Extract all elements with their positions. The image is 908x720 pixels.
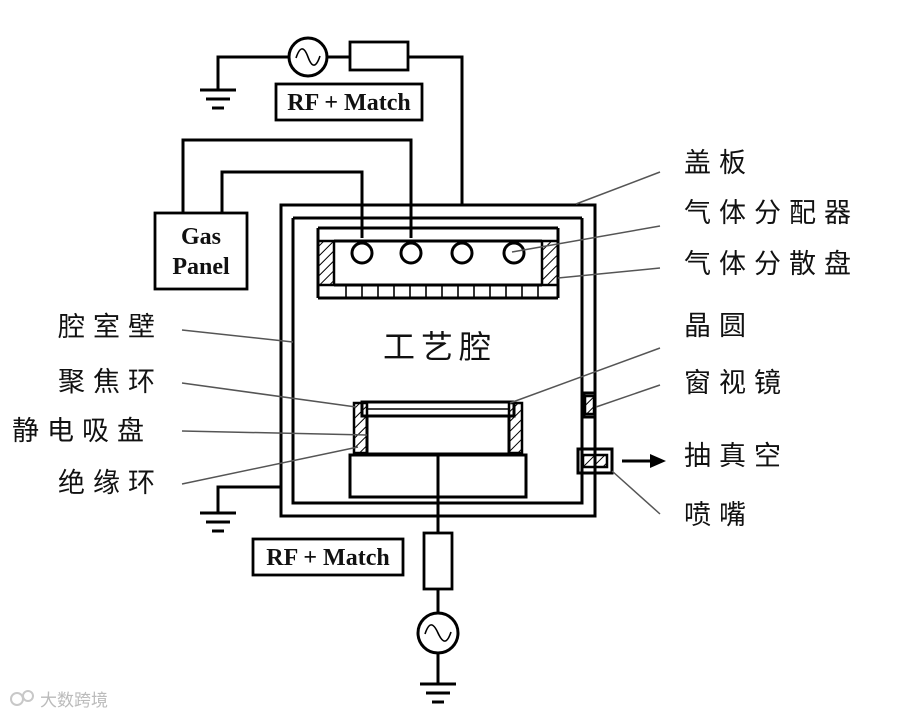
chamber-ground-icon [200, 511, 236, 533]
electrostatic-chuck-body [365, 414, 511, 456]
top-ac-source-icon [287, 36, 329, 78]
gas-distributor [316, 226, 560, 300]
bottom-rf-circuit: RF + Match [251, 455, 460, 704]
gas-panel-line-1: Gas [181, 224, 221, 250]
bottom-ground-icon [420, 682, 456, 704]
gas-panel-group: Gas Panel [153, 138, 413, 291]
watermark-logo-icon [10, 692, 24, 706]
watermark-text: 大数跨境 [40, 691, 108, 711]
bottom-rf-match-label: RF + Match [266, 545, 389, 571]
bottom-ac-source-icon [416, 611, 460, 655]
chamber-body: 工艺腔 [279, 203, 666, 518]
top-wire-to-lid [408, 55, 464, 205]
gas-inlet-2 [399, 241, 423, 265]
top-rf-match-box [274, 82, 424, 122]
top-ground-icon [200, 88, 236, 110]
label-insulator-ring: 绝缘环 [58, 468, 163, 499]
leader-lines [181, 171, 661, 515]
label-lid: 盖板 [684, 148, 754, 179]
label-wafer: 晶圆 [684, 311, 754, 342]
distributor-left-hatch [316, 239, 336, 287]
right-labels: 盖板 气体分配器 气体分散盘 晶圆 窗视镜 抽真空 喷嘴 [684, 148, 859, 531]
shower-holes [345, 285, 539, 298]
vacuum-arrow-head [650, 454, 666, 468]
gas-inlet-4 [502, 241, 526, 265]
nozzle-fill [581, 453, 609, 469]
top-rf-circuit: RF + Match [200, 36, 464, 205]
watermark: 大数跨境 [10, 690, 108, 711]
distributor-right-hatch [540, 239, 560, 287]
label-vacuum: 抽真空 [684, 441, 789, 472]
chamber-ground-wire [216, 485, 281, 513]
top-rf-match-label: RF + Match [287, 90, 410, 116]
gas-inlet-1 [350, 241, 374, 265]
label-chamber-wall: 腔室壁 [58, 312, 163, 343]
label-gas-diffuser-plate: 气体分散盘 [684, 249, 859, 280]
top-match-resistor [348, 40, 410, 72]
chuck-assembly [348, 400, 528, 499]
top-ground-wire [216, 55, 289, 90]
gas-line-outer [181, 138, 413, 238]
left-labels: 腔室壁 聚焦环 静电吸盘 绝缘环 [12, 312, 163, 499]
bottom-rf-match-box [251, 537, 405, 577]
label-focus-ring: 聚焦环 [58, 367, 163, 398]
label-nozzle: 喷嘴 [684, 500, 754, 531]
label-electrostatic-chuck: 静电吸盘 [12, 416, 152, 447]
bottom-match-resistor [422, 531, 454, 591]
gas-panel-box [153, 211, 249, 291]
gas-panel-line-2: Panel [172, 254, 230, 280]
label-gas-distributor: 气体分配器 [684, 198, 859, 229]
label-view-window: 窗视镜 [684, 368, 789, 399]
process-chamber-label: 工艺腔 [383, 328, 497, 366]
view-window-glass [583, 394, 596, 416]
gas-inlet-3 [450, 241, 474, 265]
nozzle [576, 447, 614, 475]
